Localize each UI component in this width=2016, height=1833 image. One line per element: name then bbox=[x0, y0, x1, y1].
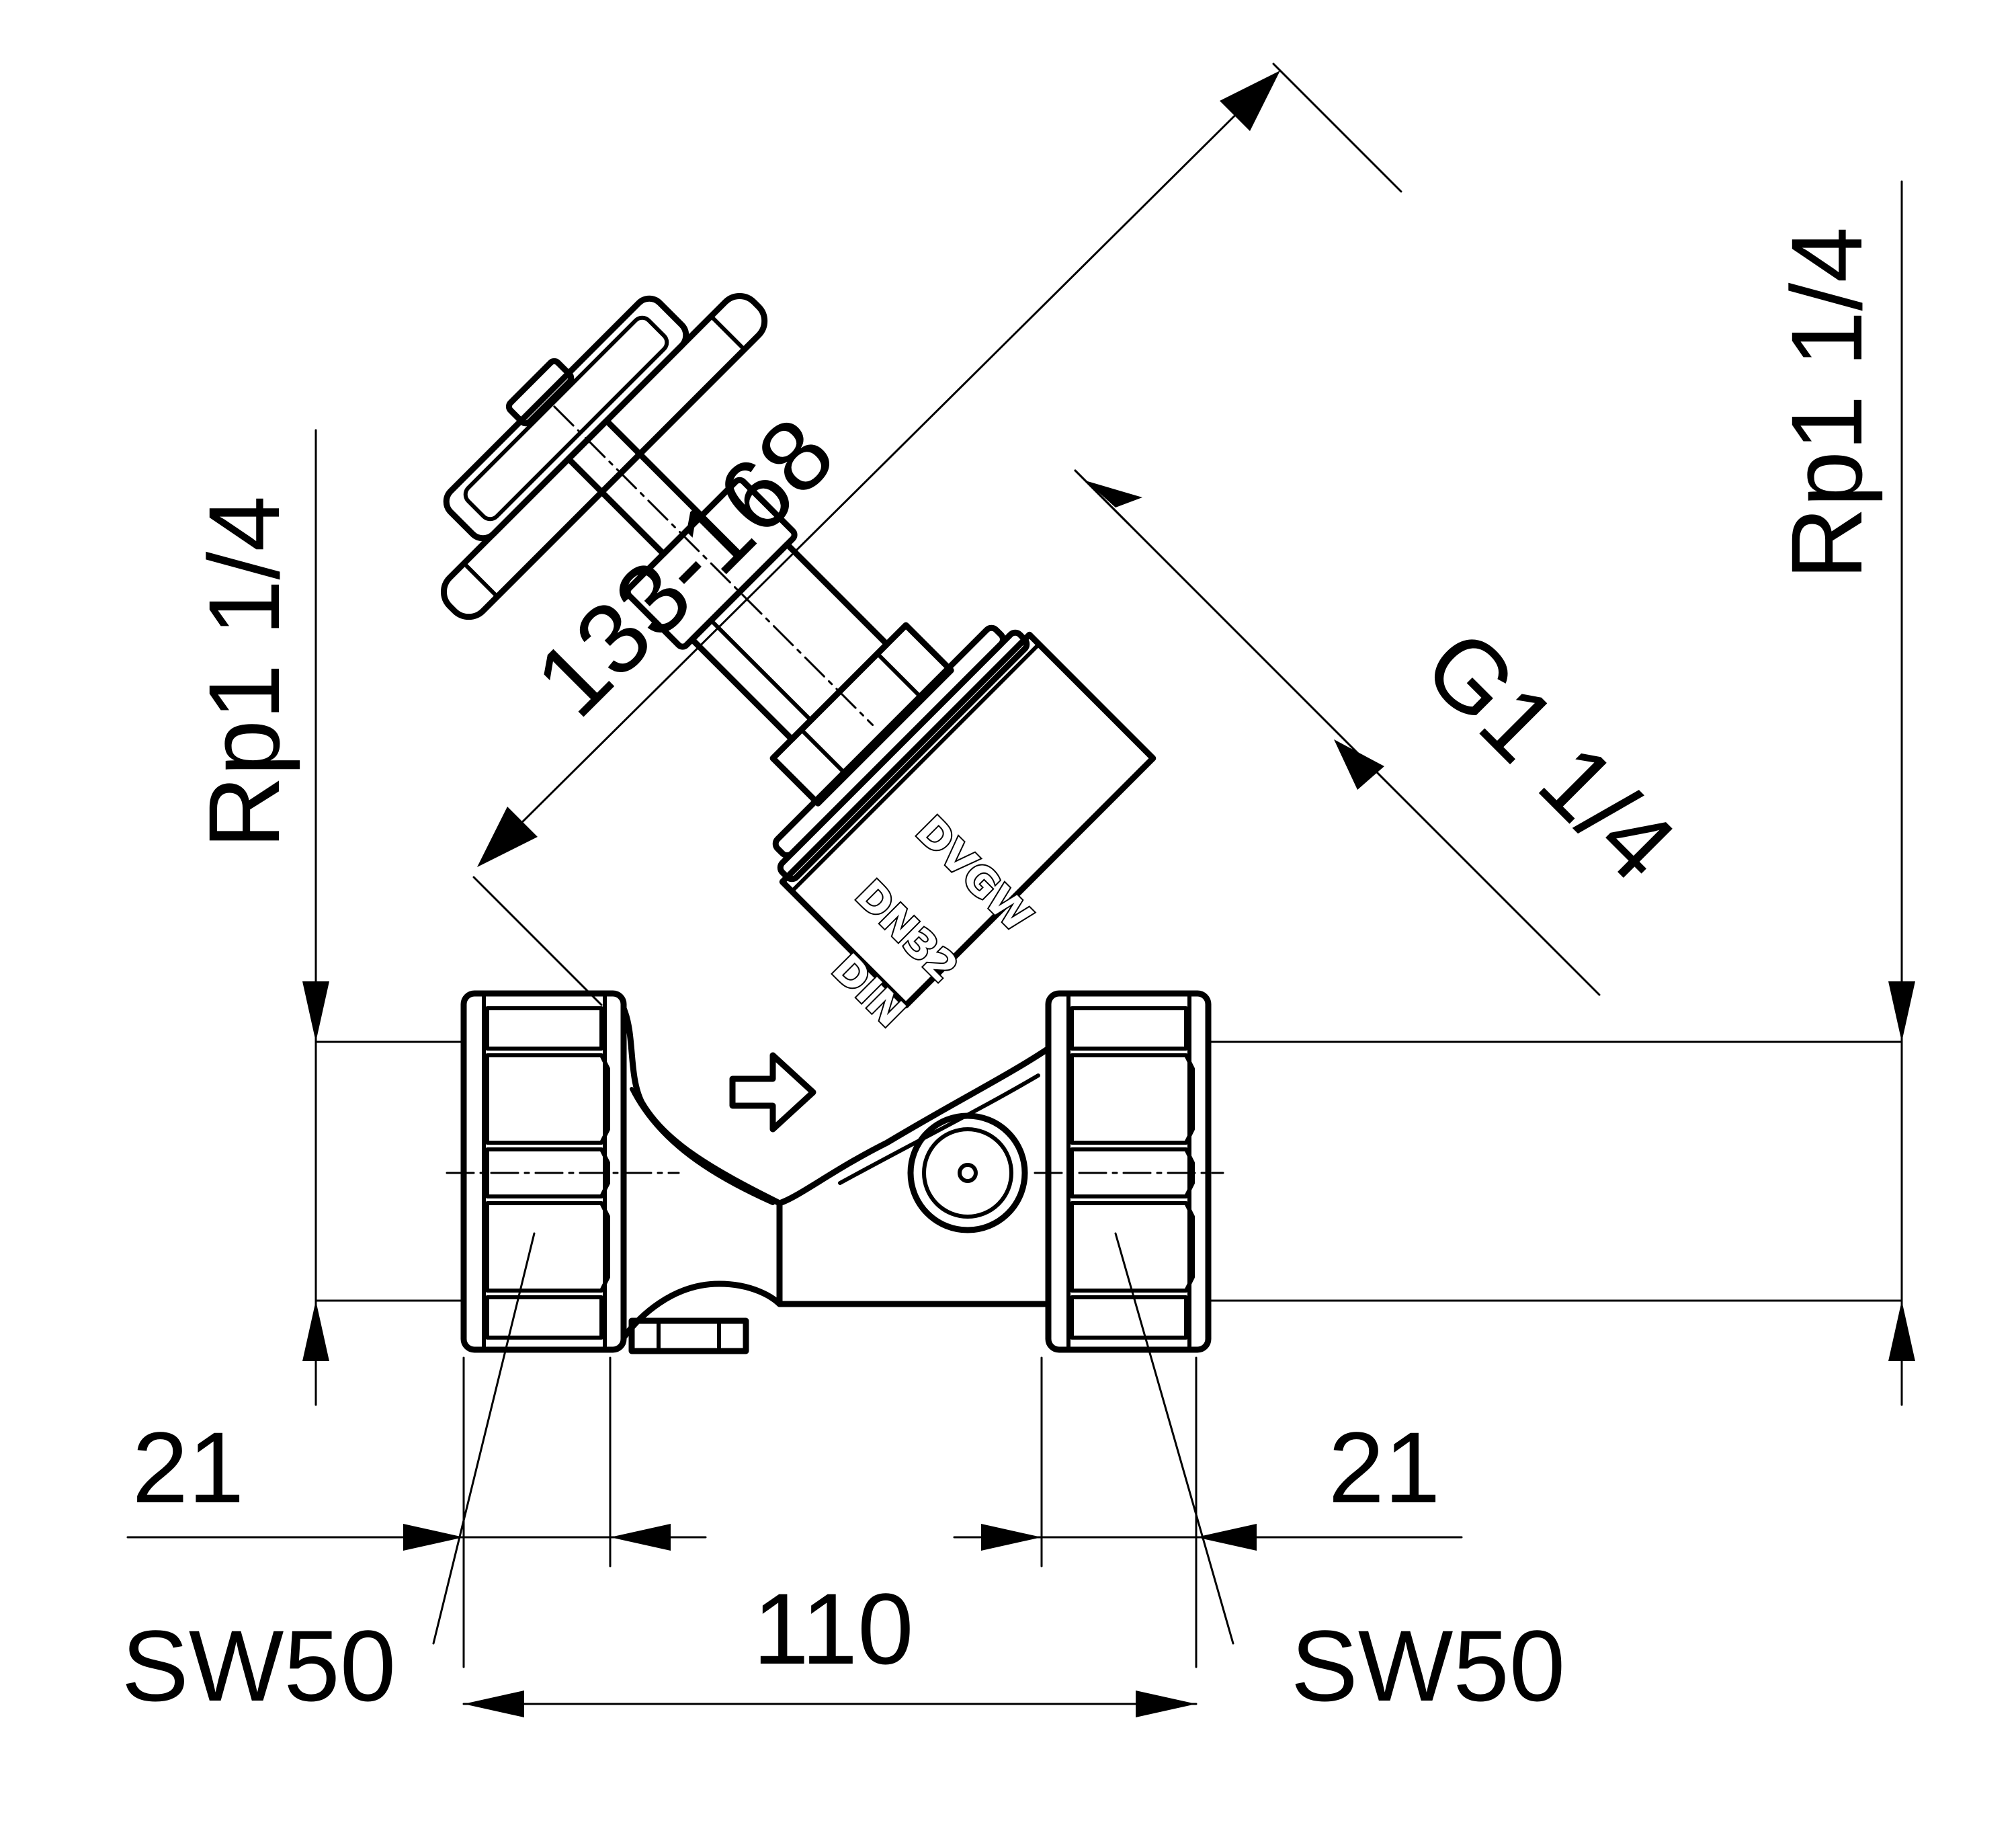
left-wrench-size-label: SW50 bbox=[122, 1609, 396, 1722]
dimension-body-length: 110 bbox=[462, 1572, 1198, 1717]
bonnet-assembly bbox=[440, 292, 1157, 1009]
body-length-label: 110 bbox=[753, 1572, 913, 1685]
right-depth-label: 21 bbox=[1329, 1411, 1441, 1524]
left-depth-label: 21 bbox=[132, 1411, 245, 1524]
right-wrench-size-label: SW50 bbox=[1291, 1609, 1565, 1722]
drain-plug-icon bbox=[628, 1317, 749, 1354]
test-port bbox=[907, 1112, 1028, 1233]
wrench-size-left: SW50 bbox=[122, 1232, 536, 1722]
left-end-hex bbox=[460, 990, 627, 1353]
stem-thread-label: G1 1/4 bbox=[1403, 608, 1697, 902]
wrench-size-right: SW50 bbox=[1114, 1232, 1565, 1722]
dimension-left-thread: Rp1 1/4 bbox=[187, 429, 465, 1406]
right-thread-label: Rp1 1/4 bbox=[1770, 227, 1883, 579]
flow-arrow-icon bbox=[729, 1052, 816, 1133]
handwheel-icon bbox=[440, 292, 768, 620]
bonnet-markings: DVGW DN32 DIN bbox=[821, 806, 1042, 1038]
marking-standard: DIN bbox=[823, 945, 914, 1036]
dimension-right-thread: Rp1 1/4 bbox=[1208, 180, 1915, 1406]
dimension-left-depth: 21 bbox=[126, 1356, 707, 1668]
valve-body bbox=[460, 990, 1212, 1354]
right-end-hex bbox=[1045, 990, 1212, 1353]
dimension-stem-thread: G1 1/4 bbox=[1074, 469, 1697, 996]
left-thread-label: Rp1 1/4 bbox=[187, 495, 300, 848]
